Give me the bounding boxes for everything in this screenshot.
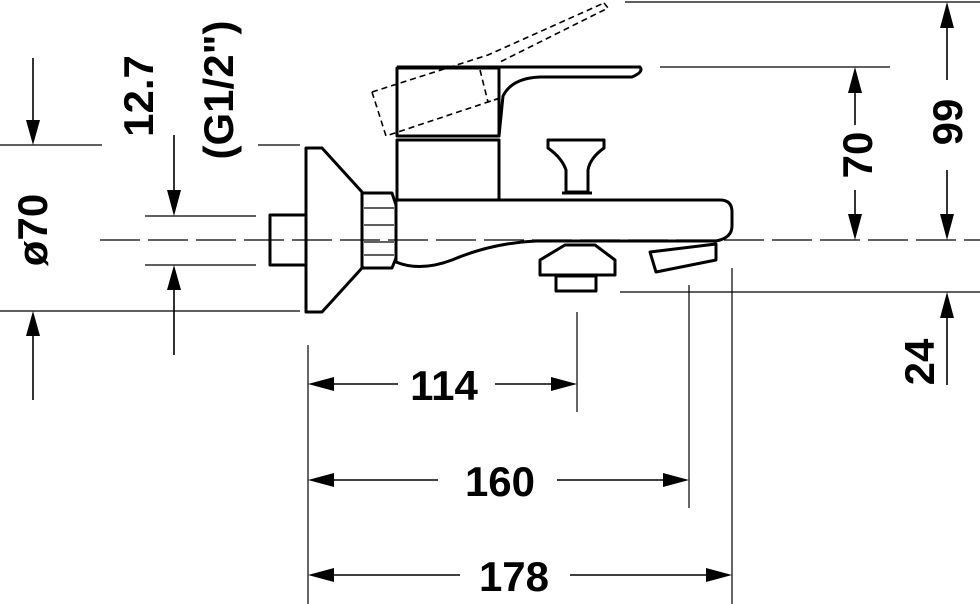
dim-114: 114 [308, 362, 577, 409]
dim-12-7: 12.7 (G1/2") [115, 21, 242, 355]
dim-70-label: 70 [834, 132, 881, 179]
dim-70: 70 [834, 67, 881, 240]
dim-99: 99 [924, 2, 971, 240]
dim-178: 178 [308, 553, 732, 600]
dim-24-label: 24 [896, 338, 943, 385]
dim-24: 24 [896, 292, 954, 385]
lever-base [395, 66, 501, 138]
shower-connector [554, 274, 598, 293]
faucet-outline [100, 2, 980, 314]
dim-114-label: 114 [410, 362, 478, 409]
diverter-knob [546, 138, 606, 194]
hex-nut [360, 191, 398, 270]
wall-flange [304, 146, 364, 314]
dim-99-label: 99 [924, 99, 971, 146]
spout-body [394, 198, 734, 268]
dim-dia70: ø70 [9, 58, 56, 400]
aerator [648, 242, 718, 274]
dia70-label: ø70 [9, 194, 56, 266]
dim-178-label: 178 [479, 553, 549, 600]
lever-handle [397, 65, 643, 138]
cartridge-housing [395, 138, 501, 202]
thread-label: (G1/2") [195, 21, 242, 160]
dim-160: 160 [308, 458, 689, 505]
dim-12-7-label: 12.7 [115, 55, 162, 137]
lever-alt-position [371, 2, 610, 138]
dim-160-label: 160 [465, 458, 535, 505]
shower-outlet [538, 243, 617, 277]
